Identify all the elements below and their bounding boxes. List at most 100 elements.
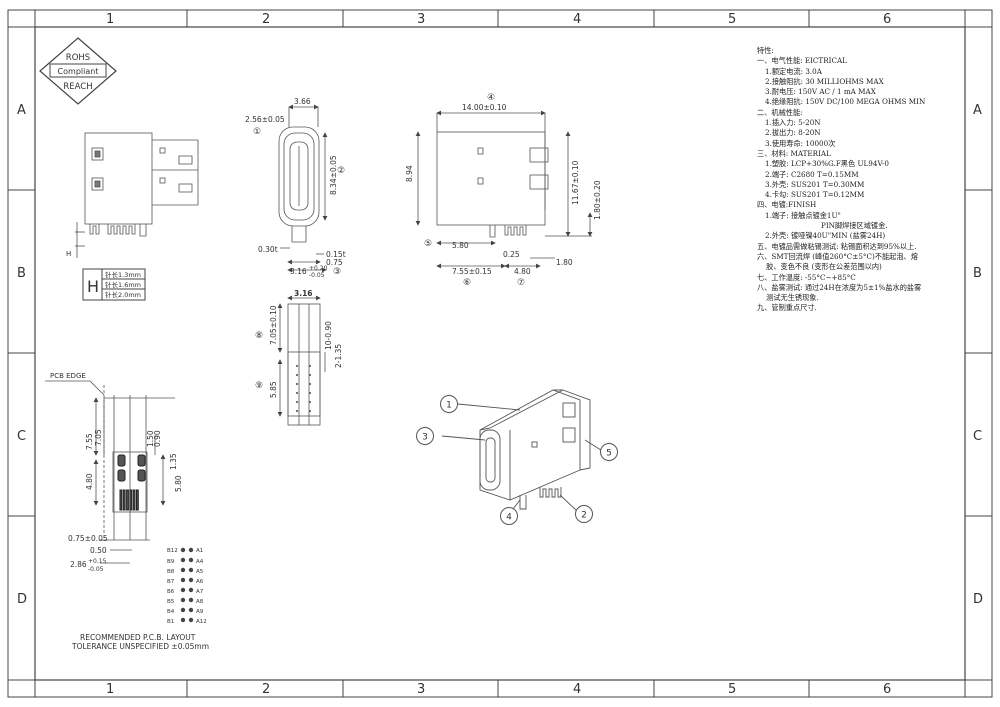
dim-h3: 2-1.35: [334, 344, 343, 368]
pcb-pad: [117, 469, 126, 482]
pin-dot: [308, 391, 312, 395]
height-row: 针长1.3mm: [105, 270, 141, 279]
pcb-layout-dims: PCB EDGE 7.55 7.05 1.50 0.90 1.35 4.80 5…: [50, 372, 209, 651]
spec-line: 4.绝缘阻抗: 150V DC/100 MEGA OHMS MIN: [765, 97, 926, 107]
drawing-frame: [7, 9, 993, 698]
spec-line: 3.耐电压: 150V AC / 1 mA MAX: [765, 87, 876, 97]
pin-table-dot: [180, 567, 186, 573]
pin-table-dot: [188, 547, 194, 553]
dim-d1: 5.80: [452, 241, 469, 250]
pin-left: B8: [167, 569, 175, 575]
pin-table-dot: [180, 547, 186, 553]
row-label-left: C: [17, 429, 26, 444]
callout-1: 1: [446, 401, 452, 411]
pin-dot: [295, 400, 299, 404]
pin-left: B4: [167, 609, 175, 615]
pin-table-dot: [188, 607, 194, 613]
spec-line: 三、材料: MATERIAL: [757, 148, 831, 158]
pin-table-dot: [188, 577, 194, 583]
spec-line: 2.外壳: 镀哑镍40U"MIN (盐雾24H): [765, 231, 886, 241]
logo-line1: ROHS: [66, 53, 90, 63]
pin-right: A5: [196, 569, 204, 575]
dim-d5: 4.80: [514, 267, 531, 276]
row-label-left: D: [17, 592, 27, 607]
column-label-bottom: 6: [883, 682, 891, 697]
spec-line: 2.端子: C2680 T=0.15MM: [765, 169, 859, 179]
spec-line: 3.使用寿命: 10000次: [765, 138, 836, 148]
dim-705: 7.05: [94, 429, 103, 446]
side-view-left: [75, 132, 199, 258]
spec-title: 特性:: [757, 46, 774, 55]
bottom-view-dims: 3.16 ⑧ 7.05±0.10 10-0.90 2-1.35 ⑨ 5.85: [255, 289, 343, 398]
row-label-left: A: [17, 103, 26, 118]
spec-line: 1.插入力: 5-20N: [765, 118, 821, 128]
spec-line: 八、盐雾测试: 通过24H在浓度为5±1%盐水的盐雾: [757, 282, 922, 292]
pin-table-dot: [188, 587, 194, 593]
column-label-top: 1: [106, 12, 114, 27]
pin-left: B12: [167, 548, 178, 554]
column-label-top: 6: [883, 12, 891, 27]
dim-height: 8.34±0.05: [329, 155, 338, 195]
dim-tol-plus: +0.20: [309, 265, 328, 272]
row-label-right: D: [973, 592, 983, 607]
column-label-bottom: 3: [417, 682, 425, 697]
column-label-top: 3: [417, 12, 425, 27]
dim-d2: 0.25: [503, 250, 520, 259]
spec-line: 七、工作温度: -55°C~+85°C: [757, 272, 856, 282]
pin-table-dot: [188, 567, 194, 573]
dim-width: 14.00±0.10: [462, 103, 507, 112]
row-label-right: C: [973, 429, 982, 444]
pin-table-dot: [180, 577, 186, 583]
front-view-dims: ④ 14.00±0.10 8.94 11.67±0.10 1.80±0.20 ⑤…: [405, 93, 602, 288]
spec-line: 1.额定电流: 3.0A: [765, 66, 822, 76]
pcb-edge-label: PCB EDGE: [50, 372, 86, 380]
pin-dot: [295, 373, 299, 377]
pin-dot: [295, 364, 299, 368]
spec-line: 4.卡勾: SUS201 T=0.12MM: [765, 190, 865, 200]
dim-h2: 11.67±0.10: [571, 160, 580, 205]
column-label-top: 4: [573, 12, 581, 27]
pin-right: A1: [196, 548, 203, 554]
pin-left: B9: [167, 559, 175, 565]
column-label-top: 2: [262, 12, 270, 27]
dim-h4: 5.85: [269, 381, 278, 398]
balloon-9: ⑨: [255, 381, 263, 391]
height-table: H 针长1.3mm 针长1.6mm 针长2.0mm: [82, 268, 146, 301]
pin-dot: [308, 364, 312, 368]
dim-h1: 7.05±0.10: [269, 305, 278, 345]
column-label-top: 5: [728, 12, 736, 27]
pin-dot: [295, 382, 299, 386]
pcb-pin-pad: [136, 489, 139, 511]
pin-dot: [308, 373, 312, 377]
balloon-8: ⑧: [255, 331, 263, 341]
pcb-pin-pad: [119, 489, 123, 511]
dim-075: 0.75±0.05: [68, 534, 108, 543]
dim-090: 0.90: [153, 430, 162, 447]
spec-line: 四、电镀:FINISH: [757, 200, 817, 210]
pcb-caption-1: RECOMMENDED P.C.B. LAYOUT: [80, 633, 196, 642]
spec-line: 一、电气性能: EICTRICAL: [757, 56, 847, 66]
dim-580: 5.80: [174, 475, 183, 492]
pin-left: B6: [167, 589, 175, 595]
dim-d4: 7.55±0.15: [452, 267, 492, 276]
pin-left: B7: [167, 579, 175, 585]
spec-line: 2.接触阻抗: 30 MILLIOHMS MAX: [765, 76, 884, 86]
pin-table-dot: [180, 617, 186, 623]
rohs-logo: ROHS Compliant REACH: [39, 37, 117, 105]
pcb-pad: [137, 454, 146, 467]
row-label-right: B: [973, 266, 982, 281]
pin-left: B5: [167, 599, 175, 605]
bottom-view-pins: [295, 364, 312, 413]
dim-h3: 1.80±0.20: [593, 180, 602, 220]
height-row: 针长1.6mm: [105, 280, 141, 289]
balloon-2: ②: [337, 166, 345, 176]
dim-h1: 8.94: [405, 165, 414, 182]
pcb-pads: [117, 454, 146, 511]
dim-135: 1.35: [169, 453, 178, 470]
dim-top-width: 3.66: [294, 97, 311, 106]
spec-line: 2.拔出力: 8-20N: [765, 128, 821, 138]
pin-right: A7: [196, 589, 204, 595]
iso-callouts: 1 2 3 4 5: [416, 395, 618, 525]
balloon-5: ⑤: [424, 239, 432, 249]
